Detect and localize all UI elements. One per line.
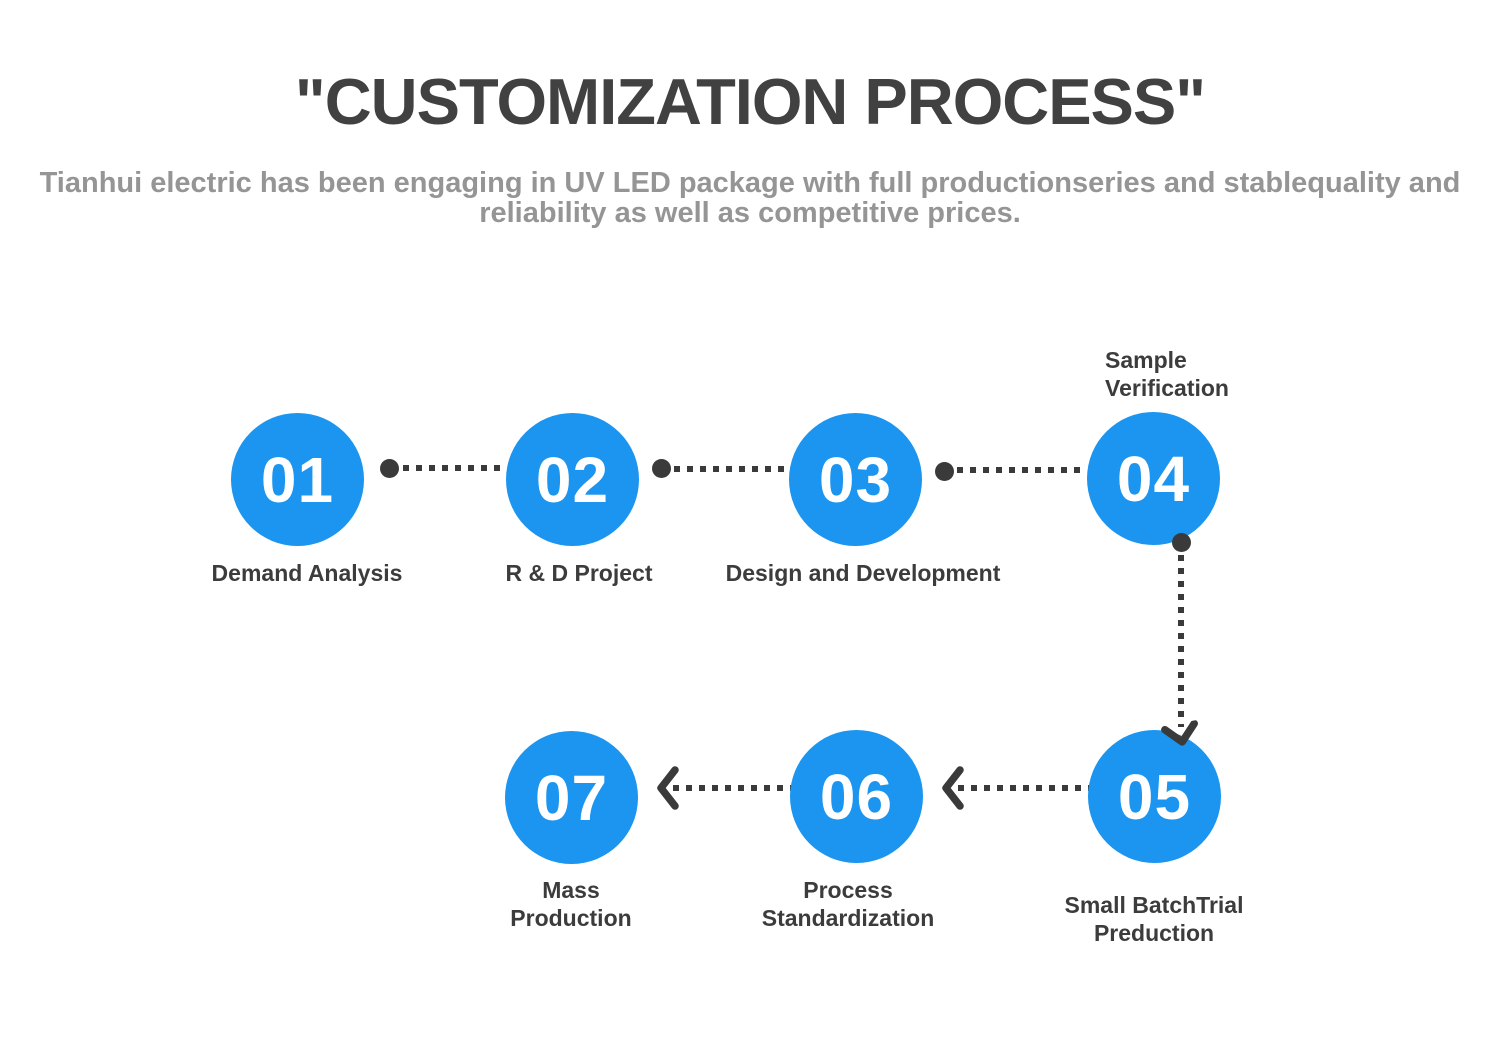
arrow-left-icon xyxy=(655,765,679,811)
subtitle: Tianhui electric has been engaging in UV… xyxy=(0,168,1500,228)
step-07-circle: 07 xyxy=(505,731,638,864)
step-03-circle: 03 xyxy=(789,413,922,546)
step-05-label: Small BatchTrial Preduction xyxy=(1064,892,1244,946)
dotted-line-horizontal xyxy=(403,465,506,471)
dotted-line-vertical xyxy=(1178,555,1184,727)
connector-dot xyxy=(652,459,671,478)
step-07-label: Mass Production xyxy=(510,877,632,931)
step-number: 01 xyxy=(260,443,335,516)
connector-dot xyxy=(380,459,399,478)
step-number: 02 xyxy=(535,443,610,516)
dotted-line-horizontal xyxy=(957,467,1087,473)
dotted-line-horizontal xyxy=(958,785,1089,791)
step-05-circle: 05 xyxy=(1088,730,1221,863)
step-02-label: R & D Project xyxy=(505,560,653,586)
step-01-circle: 01 xyxy=(231,413,364,546)
step-06-label: Process Standardization xyxy=(761,877,935,931)
connector-dot xyxy=(935,462,954,481)
step-number: 03 xyxy=(818,443,893,516)
step-number: 06 xyxy=(819,760,894,833)
connector-dot xyxy=(1172,533,1191,552)
step-number: 04 xyxy=(1116,442,1191,515)
step-number: 05 xyxy=(1117,760,1192,833)
step-01-label: Demand Analysis xyxy=(211,560,403,586)
step-02-circle: 02 xyxy=(506,413,639,546)
dotted-line-horizontal xyxy=(674,466,790,472)
subtitle-line-1: Tianhui electric has been engaging in UV… xyxy=(39,167,1072,199)
step-06-circle: 06 xyxy=(790,730,923,863)
dotted-line-horizontal xyxy=(673,785,791,791)
step-03-label: Design and Development xyxy=(725,560,1001,586)
arrow-left-icon xyxy=(940,765,964,811)
step-number: 07 xyxy=(534,761,609,834)
subtitle-line-2: series and stablequality and reliability… xyxy=(479,167,1461,229)
page-title: "CUSTOMIZATION PROCESS" xyxy=(294,65,1206,138)
step-04-circle: 04 xyxy=(1087,412,1220,545)
step-04-label: Sample Verification xyxy=(1105,347,1229,401)
arrow-down-icon xyxy=(1160,719,1202,750)
